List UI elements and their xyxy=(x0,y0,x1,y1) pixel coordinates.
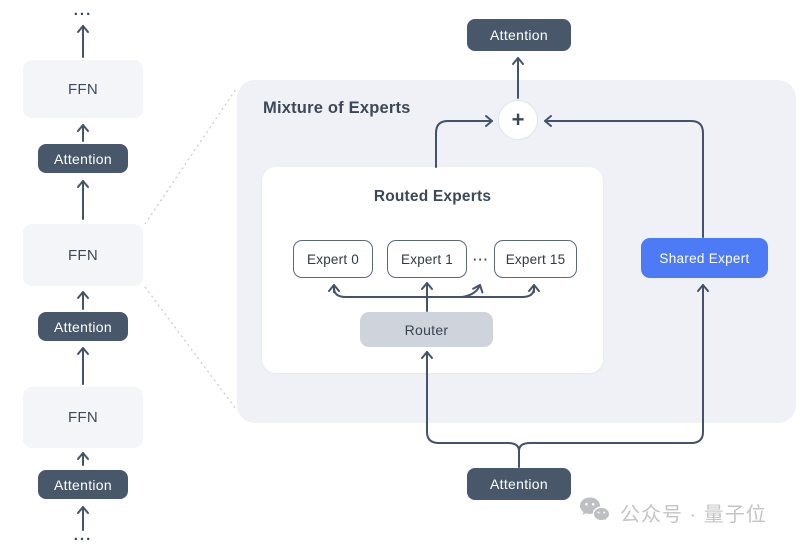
wechat-icon xyxy=(580,497,611,523)
moe-panel-title: Mixture of Experts xyxy=(263,99,411,117)
watermark: 公众号 · 量子位 xyxy=(577,494,767,531)
dashed-expansion-lines xyxy=(144,88,237,410)
routed-experts-title: Routed Experts xyxy=(373,188,492,205)
attention-block-1: Attention xyxy=(38,144,128,173)
experts-ellipsis: ··· xyxy=(473,252,489,267)
stack-continues-top-ellipsis: ... xyxy=(73,2,93,19)
attention-block-top: Attention xyxy=(467,19,571,51)
attention-block-2: Attention xyxy=(38,312,128,341)
shared-expert-box: Shared Expert xyxy=(641,238,768,278)
expert-1-box: Expert 1 xyxy=(387,240,467,278)
attention-block-bottom: Attention xyxy=(467,468,571,500)
ffn-block-3: FFN xyxy=(23,387,143,448)
stack-continues-bottom-ellipsis: ... xyxy=(73,527,93,544)
ffn-block-1: FFN xyxy=(23,60,143,118)
watermark-text: 公众号 · 量子位 xyxy=(620,504,767,526)
ffn-block-2: FFN xyxy=(23,224,143,286)
sum-node: + xyxy=(498,100,538,140)
attention-block-3: Attention xyxy=(38,470,128,499)
expert-15-box: Expert 15 xyxy=(494,240,577,278)
router-box: Router xyxy=(360,312,493,347)
expert-0-box: Expert 0 xyxy=(293,240,373,278)
